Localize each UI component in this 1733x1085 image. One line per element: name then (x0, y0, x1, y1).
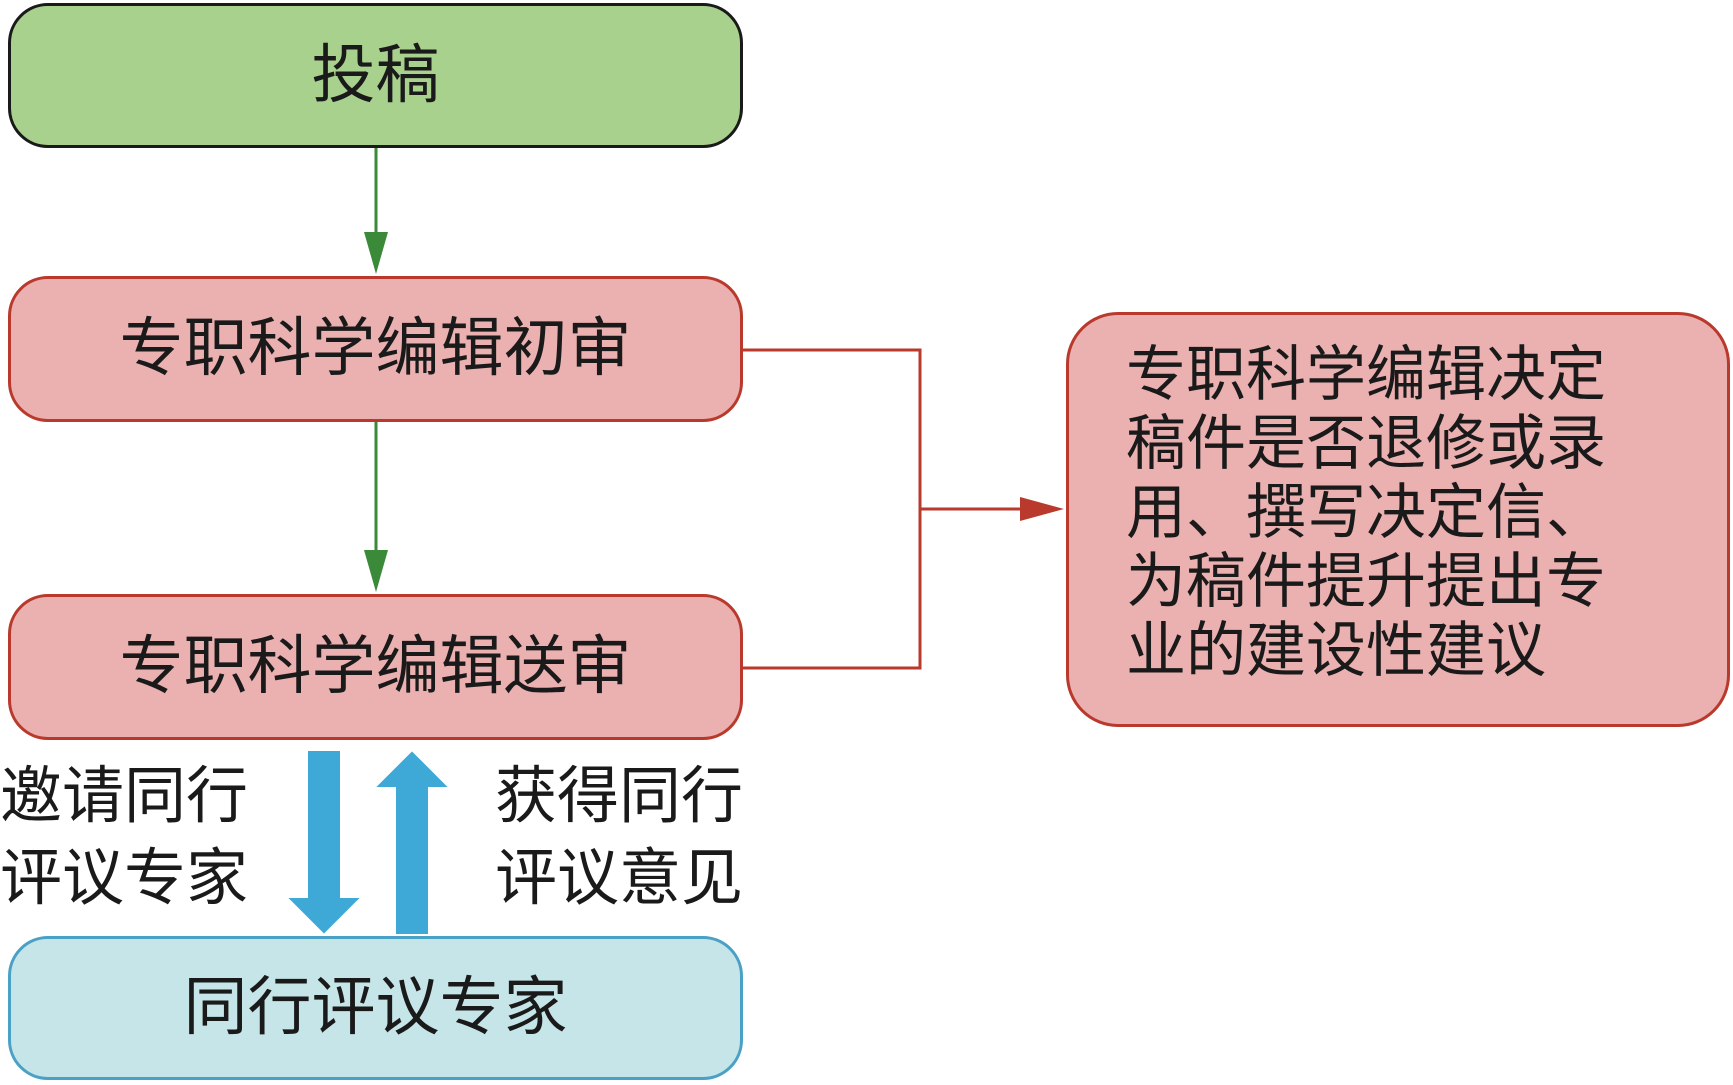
invite-experts-arrow (283, 749, 365, 937)
arrowhead-initial-to-send (364, 550, 388, 592)
decision-line: 稿件是否退修或录 (1126, 409, 1606, 479)
obtain-opinions-label: 获得同行 评议意见 (495, 755, 743, 919)
send-review-label: 专职科学编辑送审 (119, 630, 632, 704)
invite-experts-line: 评议专家 (0, 841, 249, 914)
decision-line: 为稿件提升提出专 (1126, 547, 1606, 617)
submit-step-label: 投稿 (311, 38, 440, 113)
arrowhead-submit-to-initial (364, 232, 388, 274)
initial-review-label: 专职科学编辑初审 (119, 312, 632, 386)
obtain-opinions-line: 评议意见 (495, 841, 744, 914)
arrowhead-to-decision (1020, 497, 1064, 521)
obtain-opinions-arrow (371, 748, 453, 936)
editor-decision-step: 专职科学编辑决定 稿件是否退修或录 用、撰写决定信、 为稿件提升提出专 业的建设… (1066, 312, 1730, 727)
decision-line: 业的建设性建议 (1126, 616, 1546, 686)
decision-line: 用、撰写决定信、 (1126, 478, 1606, 548)
invite-experts-line: 邀请同行 (0, 759, 249, 832)
peer-review-experts-label: 同行评议专家 (183, 971, 568, 1045)
submit-step: 投稿 (8, 3, 743, 148)
invite-experts-label: 邀请同行 评议专家 (0, 755, 248, 919)
peer-review-experts-step: 同行评议专家 (8, 936, 743, 1080)
connector-initial-to-decision (743, 348, 922, 670)
initial-review-step: 专职科学编辑初审 (8, 276, 743, 422)
obtain-opinions-line: 获得同行 (495, 759, 744, 832)
send-review-step: 专职科学编辑送审 (8, 594, 743, 740)
decision-line: 专职科学编辑决定 (1126, 340, 1606, 410)
